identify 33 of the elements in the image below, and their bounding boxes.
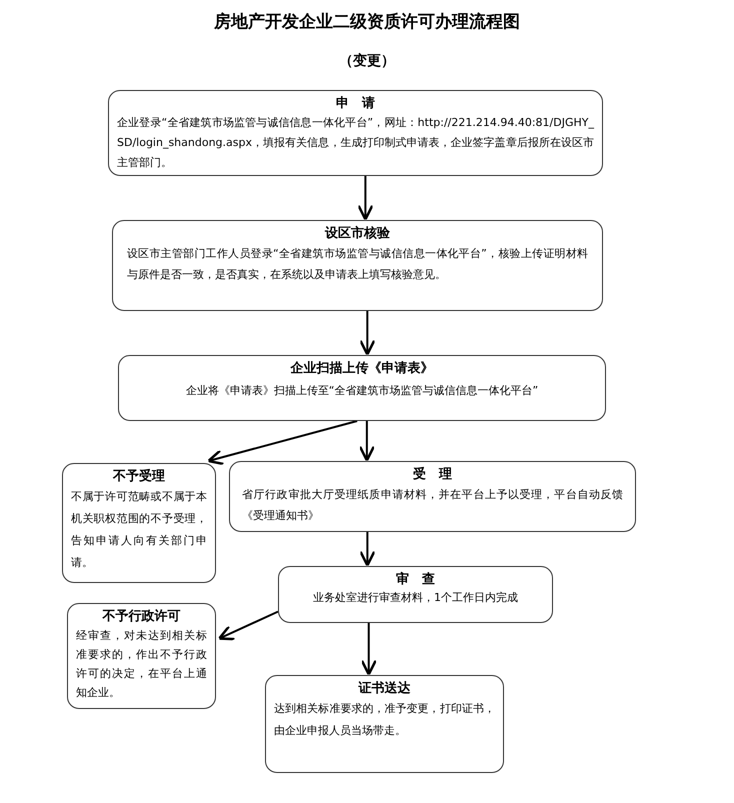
process-box xyxy=(62,463,216,583)
step-heading: 证书送达 xyxy=(357,680,412,698)
arrow xyxy=(218,610,278,640)
arrow xyxy=(360,623,377,676)
diagram-title: 房地产开发企业二级资质许可办理流程图 xyxy=(212,11,521,33)
process-box xyxy=(265,675,504,773)
step-description: 企业登录“全省建筑市场监管与诚信信息一体化平台”，网址：http://221.214.94.40:81/DJGHY_SD/login_shandong.aspx，填报有关信息，生成打印制式申请表，企业签字盖章后报所在设区市主管部门。 xyxy=(117,115,594,171)
step-description: 设区市主管部门工作人员登录“全省建筑市场监管与诚信信息一体化平台”，核验上传证明材料与原件是否一致，是否真实，在系统以及申请表上填写核验意见。 xyxy=(126,246,589,283)
arrow xyxy=(207,420,358,466)
step-heading: 不予行政许可 xyxy=(101,608,182,626)
step-heading: 不予受理 xyxy=(112,468,166,486)
process-box xyxy=(118,355,606,421)
step-description: 企业将《申请表》扫描上传至“全省建筑市场监管与诚信信息一体化平台” xyxy=(184,383,540,399)
process-box xyxy=(67,603,216,709)
subtitle: （变更） xyxy=(338,52,396,70)
step-description: 不属于许可范畴或不属于本机关职权范围的不予受理，告知申请人向有关部门申请。 xyxy=(71,489,207,571)
step-heading: 设区市核验 xyxy=(324,225,391,243)
process-box xyxy=(108,90,603,176)
process-box xyxy=(112,220,603,311)
arrow xyxy=(359,311,376,356)
step-heading: 申 请 xyxy=(335,95,376,113)
step-description: 省厅行政审批大厅受理纸质申请材料，并在平台上予以受理，平台自动反馈《受理通知书》 xyxy=(241,487,624,524)
step-heading: 企业扫描上传《申请表》 xyxy=(289,360,434,378)
step-description: 业务处室进行审查材料，1个工作日内完成 xyxy=(312,590,519,606)
process-box xyxy=(278,566,553,623)
step-heading: 审 查 xyxy=(395,571,436,589)
arrow xyxy=(358,421,376,462)
arrow xyxy=(357,176,374,221)
step-description: 达到相关标准要求的，准予变更，打印证书，由企业申报人员当场带走。 xyxy=(274,701,495,739)
arrow xyxy=(359,532,376,567)
process-box xyxy=(229,461,636,532)
step-heading: 受 理 xyxy=(412,466,453,484)
step-description: 经审查，对未达到相关标准要求的，作出不予行政许可的决定，在平台上通知企业。 xyxy=(76,628,207,701)
